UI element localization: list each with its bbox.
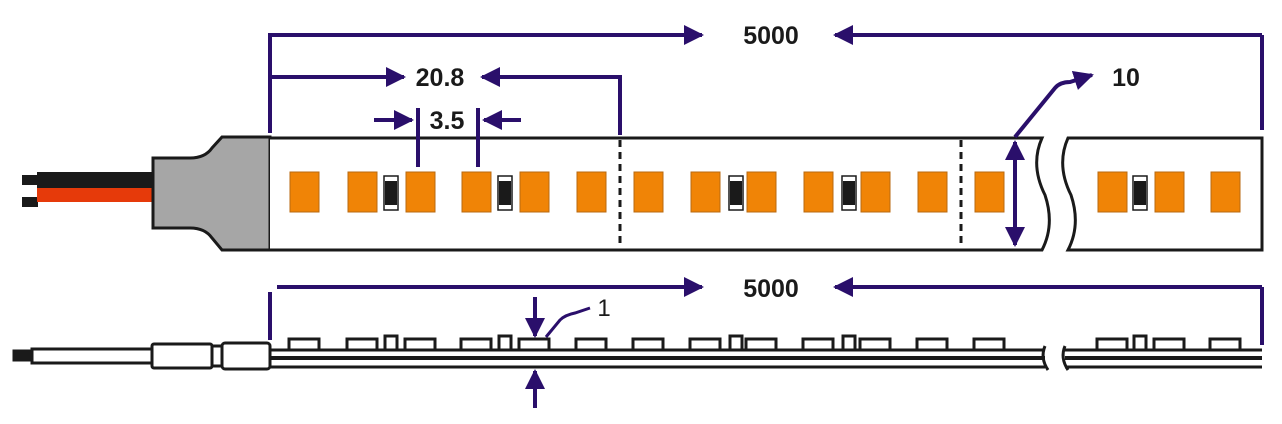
led-width-dimension [374,108,521,167]
thickness-dimension [525,297,591,408]
led-chip-side [915,337,949,352]
led-chip-side [801,337,835,352]
led-width-label: 3.5 [430,107,465,135]
resistor-body [730,181,742,205]
led-chip [974,171,1005,213]
led-chip-side [287,337,321,352]
thickness-label: 1 [597,295,610,322]
led-chip [690,171,721,213]
led-chip [289,171,320,213]
resistor-side [1132,334,1148,352]
resistor-body [843,181,855,205]
led-chip-side [744,337,778,352]
end-cap-connector [151,135,272,252]
red-wire [37,188,155,202]
led-chip-side [1152,337,1186,352]
strip-width-label: 10 [1112,64,1140,92]
length-label-bottom: 5000 [743,275,799,303]
segment-dimension [272,67,622,135]
led-chip [803,171,834,213]
led-chip [1097,171,1128,213]
strip-side-view [12,334,1262,371]
resistor-side [728,334,744,352]
led-chip [633,171,664,213]
led-chip [746,171,777,213]
led-chip-side [459,337,493,352]
length-dimension-top [268,25,1264,133]
black-wire [37,172,155,188]
strip-top-view [270,136,1264,252]
led-chip-side [858,337,892,352]
led-chip-side [688,337,722,352]
led-chip-side [1095,337,1129,352]
led-chip [347,171,378,213]
led-chip [405,171,436,213]
led-chip [1210,171,1241,213]
power-wires [22,172,155,207]
led-chip-side [403,337,437,352]
led-chip [860,171,891,213]
resistor-body [1134,181,1146,205]
led-chip [917,171,948,213]
length-label-top: 5000 [743,22,799,50]
resistor-side [383,334,399,352]
led-chip [519,171,550,213]
led-chip-side [972,337,1006,352]
led-chip [576,171,607,213]
led-chip-side [517,337,551,352]
led-chip-side [345,337,379,352]
led-chip-side [631,337,665,352]
led-chip-side [574,337,608,352]
length-dimension-bottom [268,277,1264,345]
led-chip [1154,171,1185,213]
resistor-side [841,334,857,352]
segment-length-label: 20.8 [416,64,465,92]
led-chip [461,171,492,213]
resistor-body [385,181,397,205]
led-chip-side [1208,337,1242,352]
resistor-body [499,181,511,205]
strip-width-dimension [1005,70,1094,247]
resistor-side [497,334,513,352]
